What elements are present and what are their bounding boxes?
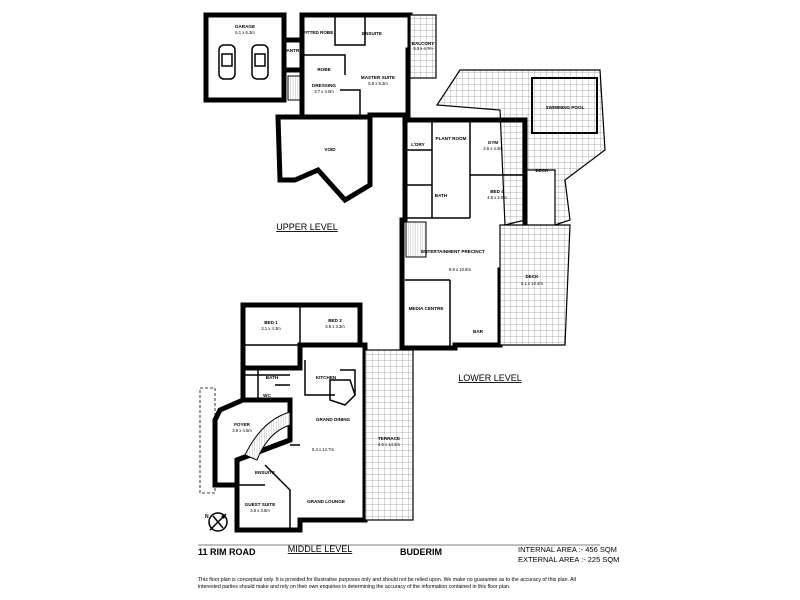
guest-suite-label: GUEST SUITE: [245, 502, 276, 507]
staircase: [405, 221, 427, 258]
ensuite-middle-label: ENSUITE: [255, 470, 275, 475]
bedroom-divider: [243, 305, 301, 346]
car-icon: [218, 44, 236, 80]
garage-label: GARAGE: [235, 24, 255, 29]
pantry-walls: [284, 37, 300, 73]
swimming-pool: [531, 77, 598, 134]
bed1-dims: 3.1 x 4.3m: [261, 326, 281, 331]
lower-level: [399, 69, 606, 351]
compass-north-label: N: [205, 514, 209, 520]
kitchen-island: [329, 379, 356, 406]
entertainment-label: ENTERTAINMENT PRECINCT: [421, 249, 485, 254]
dressing-label: DRESSING: [312, 83, 336, 88]
middle-level-label: MIDDLE LEVEL: [288, 544, 353, 554]
balcony-floor: [409, 14, 437, 79]
terrace-label: TERRACE: [378, 436, 400, 441]
garage-walls: [203, 12, 287, 103]
fitted-robe-label: FITTED ROBE: [303, 30, 334, 35]
deck-upper-label: DECK: [535, 168, 549, 173]
guest-suite-dims: 3.8 x 3.6m: [250, 508, 270, 513]
grand-lounge-label: GRAND LOUNGE: [307, 499, 345, 504]
void-label: VOID: [324, 147, 336, 152]
ensuite-label: ENSUITE: [362, 31, 382, 36]
deck-lower-dims: 5.1 x 10.4m: [521, 281, 543, 286]
terrace-dims: 4.6 x 14.2m: [378, 442, 400, 447]
void-walls: [275, 114, 373, 204]
bed2-label: BED 2: [328, 318, 342, 323]
bath-middle-label: BATH: [266, 375, 279, 380]
master-suite-dims: 5.8 x 5.2m: [368, 81, 388, 86]
disclaimer-text: This floor plan is conceptual only. It i…: [198, 577, 576, 590]
grand-dining-label: GRAND DINING: [316, 417, 351, 422]
foyer-label: FOYER: [234, 422, 251, 427]
media-centre-label: MEDIA CENTRE: [409, 306, 444, 311]
upper-level-label: UPPER LEVEL: [276, 222, 338, 232]
kitchen-label: KITCHEN: [316, 375, 337, 380]
swimming-pool-label: SWIMMING POOL: [546, 105, 585, 110]
suburb-label: BUDERIM: [400, 547, 442, 557]
gym-label: GYM: [488, 140, 499, 145]
external-area: EXTERNAL AREA :- 225 SQM: [518, 555, 619, 564]
upper-level: [203, 12, 437, 204]
bed4-label: BED 4: [490, 189, 504, 194]
middle-inner-walls: [237, 360, 356, 530]
lower-level-label: LOWER LEVEL: [458, 373, 522, 383]
master-inner-walls: [302, 15, 366, 117]
compass-icon: [208, 512, 228, 532]
entertainment-dims: 8.8 x 10.8m: [449, 267, 471, 272]
bed4-dims: 4.6 x 2.5m: [487, 195, 507, 200]
master-suite-label: MASTER SUITE: [361, 75, 395, 80]
curved-staircase: [244, 411, 291, 461]
pantry-label: PANTRY: [284, 48, 302, 53]
gym-dims: 3.6 x 4.3m: [483, 146, 503, 151]
garage-dims: 6.1 x 6.3m: [235, 30, 255, 35]
car-icon: [251, 44, 269, 80]
laundry-label: L'DRY: [411, 142, 424, 147]
bath-lower-label: BATH: [435, 193, 448, 198]
deck-lower-label: DECK: [525, 274, 539, 279]
bed2-dims: 3.8 x 3.3m: [325, 324, 345, 329]
room-labels: GARAGE 6.1 x 6.3m PANTRY FITTED ROBE ENS…: [232, 24, 584, 513]
middle-level: [199, 302, 414, 533]
robe-label: ROBE: [317, 67, 330, 72]
balcony-dims: 3.3 x 4.7m: [413, 46, 433, 51]
address-label: 11 RIM ROAD: [198, 547, 256, 557]
internal-area: INTERNAL AREA :- 456 SQM: [518, 545, 617, 554]
bed1-label: BED 1: [264, 320, 278, 325]
dressing-dims: 3.7 x 3.0m: [314, 89, 334, 94]
plant-room-label: PLANT ROOM: [436, 136, 467, 141]
lower-deck: [499, 224, 571, 346]
bar-label: BAR: [473, 329, 484, 334]
grand-dining-dims: 5.3 x 14.7m: [312, 447, 334, 452]
wc-label: WC: [263, 393, 271, 398]
lower-building-walls: [399, 117, 528, 351]
lower-inner-walls: [405, 120, 525, 348]
balcony-label: BALCONY: [412, 41, 435, 46]
foyer-walls: [212, 397, 293, 488]
foyer-dims: 3.8 x 4.5m: [232, 428, 252, 433]
terrace-floor: [364, 349, 414, 521]
entry-porch: [199, 387, 216, 494]
